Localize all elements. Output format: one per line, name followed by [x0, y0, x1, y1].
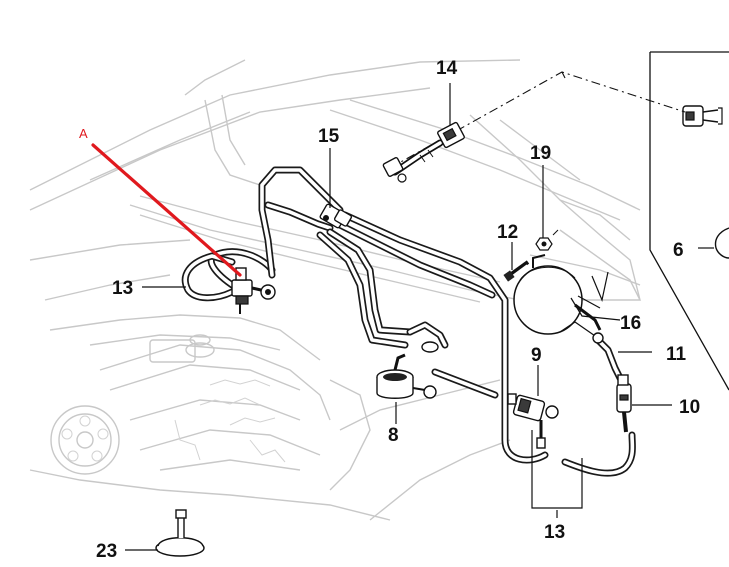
- callout-9: 9: [531, 345, 542, 366]
- callout-16: 16: [620, 313, 641, 334]
- connection-dashline-tick: [561, 71, 566, 79]
- part-19-nut: [535, 229, 559, 251]
- background-linework: [29, 59, 642, 521]
- callout-labels: 14 15 19 12 6 13 16 9 11 10 8 13 23: [96, 58, 700, 562]
- callout-8: 8: [388, 425, 399, 446]
- part-6: [714, 227, 729, 259]
- part-10-check-valve: [616, 374, 632, 433]
- solenoid-valve-left: [231, 267, 276, 314]
- part-14-harness-connector: [382, 121, 465, 183]
- part-8-vacuum-actuator: [376, 341, 439, 399]
- part-15-hose-clamp: [319, 203, 353, 229]
- part-23-sensor: [155, 509, 205, 557]
- inset-frame: [649, 51, 729, 391]
- annotation-a-label: A: [79, 126, 88, 141]
- callout-14: 14: [436, 58, 458, 79]
- callout-11: 11: [666, 344, 687, 365]
- callout-13-left: 13: [112, 278, 133, 299]
- callout-15: 15: [318, 126, 340, 147]
- callout-10: 10: [679, 397, 700, 418]
- annotation-a-line: [91, 143, 242, 277]
- callout-12: 12: [497, 222, 518, 243]
- part-12-bolt: [503, 260, 530, 282]
- callout-13-bottom: 13: [544, 522, 565, 543]
- leader-lines: [125, 83, 714, 551]
- part-9-solenoid-valve: [507, 393, 559, 449]
- annotation-a: A: [79, 126, 242, 277]
- callout-23: 23: [96, 541, 117, 562]
- callout-6: 6: [673, 240, 684, 261]
- part-16-vacuum-reservoir: [513, 254, 609, 339]
- part-11-hose: [592, 332, 604, 344]
- callout-19: 19: [530, 143, 551, 164]
- inset-connector: [682, 105, 723, 127]
